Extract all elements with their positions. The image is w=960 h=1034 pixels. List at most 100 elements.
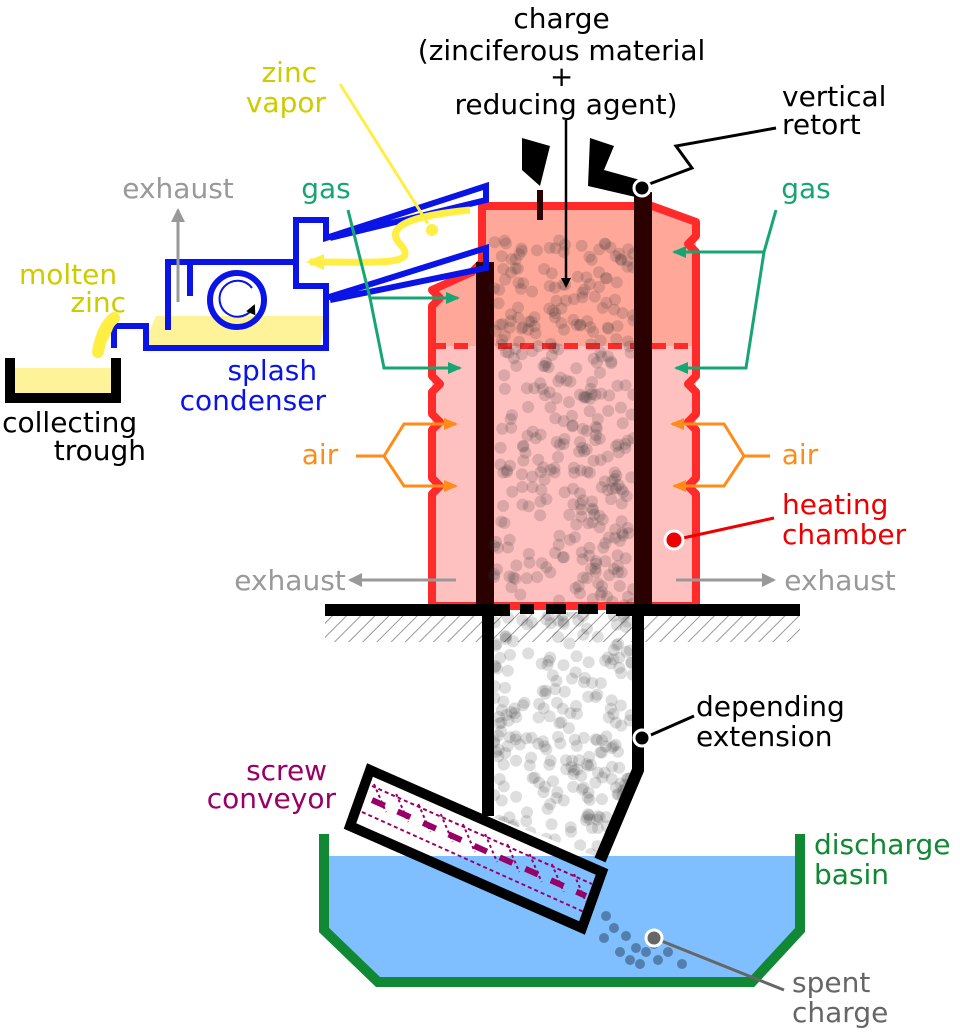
charge-particle — [602, 322, 615, 335]
charge-particle — [553, 234, 566, 247]
charge-particle — [495, 515, 508, 528]
charge-particle — [586, 502, 599, 515]
charge-particle — [564, 375, 577, 388]
trough-wall — [5, 358, 121, 403]
charge-particle — [584, 759, 597, 771]
charge-particle — [488, 282, 501, 295]
charge-particle — [498, 516, 511, 529]
charge-particle — [503, 533, 516, 546]
spent-charge-pointer — [644, 928, 664, 948]
charge-particle — [502, 714, 515, 727]
charge-particle — [488, 539, 501, 552]
charge-particle — [574, 839, 587, 852]
charge-particles — [488, 234, 636, 606]
charge-particle — [544, 566, 557, 579]
charge-particle — [594, 366, 606, 379]
zinc-vapor-flow — [306, 206, 471, 271]
charge-particle — [492, 541, 504, 554]
charge-particle — [522, 647, 535, 660]
charge-particle — [605, 742, 618, 754]
charge-particle — [599, 537, 612, 550]
charge-particle — [522, 500, 535, 513]
charge-particle — [621, 615, 632, 628]
charge-particle — [582, 656, 595, 669]
rotor-rotation-icon — [218, 279, 256, 318]
charge-particle — [623, 714, 632, 727]
charge-particle — [591, 688, 604, 701]
charge-particle — [615, 515, 628, 528]
charge-particle — [520, 572, 533, 585]
charge-particle — [578, 391, 591, 404]
charge-particle — [560, 763, 573, 776]
charge-particle — [494, 736, 500, 749]
charge-particle — [611, 549, 624, 562]
charge-particle — [568, 531, 581, 544]
charge-particle — [590, 356, 603, 369]
charge-particle — [623, 340, 636, 353]
air-left-label: air — [302, 438, 339, 471]
charge-particle — [494, 638, 503, 650]
charge-particle — [499, 346, 512, 358]
charge-particle — [609, 482, 622, 495]
charge-particle — [599, 740, 612, 753]
charge-particle — [507, 352, 520, 365]
charge-particle — [505, 706, 518, 719]
charge-particle — [626, 597, 636, 606]
charge-particle — [543, 241, 556, 254]
charge-particle — [516, 468, 528, 481]
charge-particle — [570, 362, 583, 375]
charge-particle — [521, 806, 533, 819]
charge-particle — [589, 562, 602, 575]
charge-particle — [613, 761, 626, 774]
charge-particle — [620, 490, 633, 503]
foundation-beam-right — [616, 604, 800, 616]
charge-particle — [501, 740, 514, 753]
charge-particle — [505, 581, 518, 594]
charge-particle — [620, 645, 632, 658]
charge-particle — [510, 754, 522, 767]
charge-particle — [580, 443, 593, 456]
charge-particle — [624, 346, 636, 359]
charge-particle — [549, 307, 562, 320]
screw-conveyor-label: screw conveyor — [207, 754, 337, 815]
charge-particle — [594, 454, 607, 466]
charge-particle — [543, 758, 556, 771]
charge-particle — [544, 754, 557, 767]
chamber-upper-fill — [432, 206, 696, 346]
charge-particle — [523, 759, 536, 772]
charge-particle — [574, 464, 587, 477]
charge-particle — [602, 404, 615, 417]
charge-particle — [517, 321, 529, 334]
charge-particle — [568, 764, 580, 777]
charge-particle — [557, 615, 570, 628]
charge-particle — [613, 661, 626, 674]
charge-particle — [507, 571, 520, 584]
zinc-vapor-label: zinc vapor — [246, 56, 327, 119]
charge-particle — [537, 461, 550, 474]
charge-particle — [587, 352, 600, 365]
charge-particle — [558, 685, 571, 698]
charge-particle — [501, 664, 514, 677]
charge-particle — [602, 711, 615, 724]
charge-particle — [600, 272, 613, 285]
charge-particle — [608, 466, 621, 479]
spent-charge-particle — [631, 943, 641, 953]
charge-particle — [594, 346, 607, 359]
charge-particle — [593, 509, 606, 522]
charge-particle — [592, 766, 604, 779]
charge-particle — [520, 732, 533, 745]
charge-particle — [501, 464, 514, 477]
charge-particle — [539, 389, 551, 402]
charge-particle — [510, 711, 523, 724]
charge-particle — [574, 319, 586, 332]
charge-particle — [544, 798, 557, 811]
zinc-vapor-leader — [338, 83, 434, 231]
charge-particle — [519, 446, 532, 459]
charge-particle — [582, 759, 595, 772]
charge-particle — [523, 556, 536, 569]
charge-particle — [583, 541, 596, 554]
charge-particle — [558, 486, 571, 499]
charge-particle — [557, 415, 570, 428]
charge-particle — [596, 734, 609, 747]
charge-particle — [544, 463, 557, 476]
